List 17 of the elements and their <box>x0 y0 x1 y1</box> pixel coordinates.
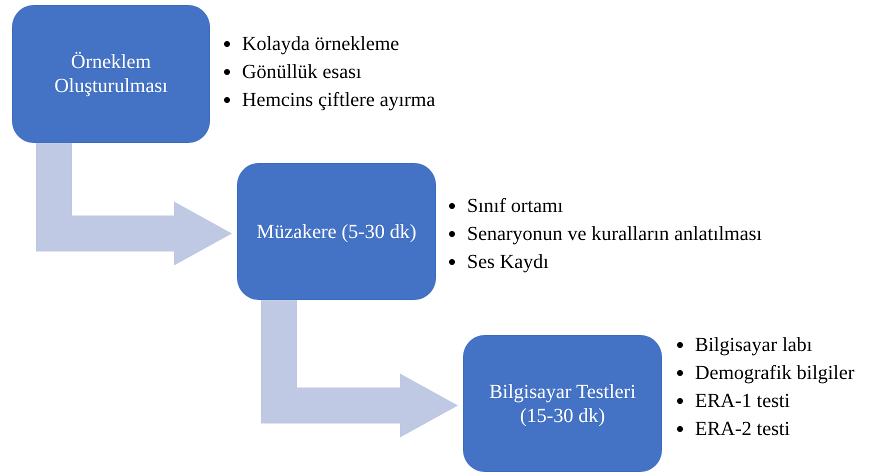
bullet-item: Ses Kaydı <box>467 250 549 275</box>
bullet-item: Demografik bilgiler <box>695 361 854 386</box>
step-title: Müzakere (5-30 dk) <box>256 220 416 244</box>
process-box <box>237 163 436 300</box>
step-title: Bilgisayar Testleri (15-30 dk) <box>488 380 637 428</box>
process-box <box>463 335 662 472</box>
bullet-item: Senaryonun ve kuralların anlatılması <box>467 222 762 247</box>
bullet-item: Sınıf ortamı <box>467 194 564 219</box>
bullet-item: Gönüllük esası <box>242 60 362 85</box>
bullet-item: Kolayda örnekleme <box>242 32 400 57</box>
process-box <box>12 5 210 143</box>
bullet-item: ERA-2 testi <box>695 417 790 442</box>
bullet-item: Bilgisayar labı <box>695 333 812 358</box>
step-title: Örneklem Oluşturulması <box>53 50 169 98</box>
bent-arrow <box>36 143 232 266</box>
bullet-item: Hemcins çiftlere ayırma <box>242 88 436 113</box>
bullet-item: ERA-1 testi <box>695 389 790 414</box>
